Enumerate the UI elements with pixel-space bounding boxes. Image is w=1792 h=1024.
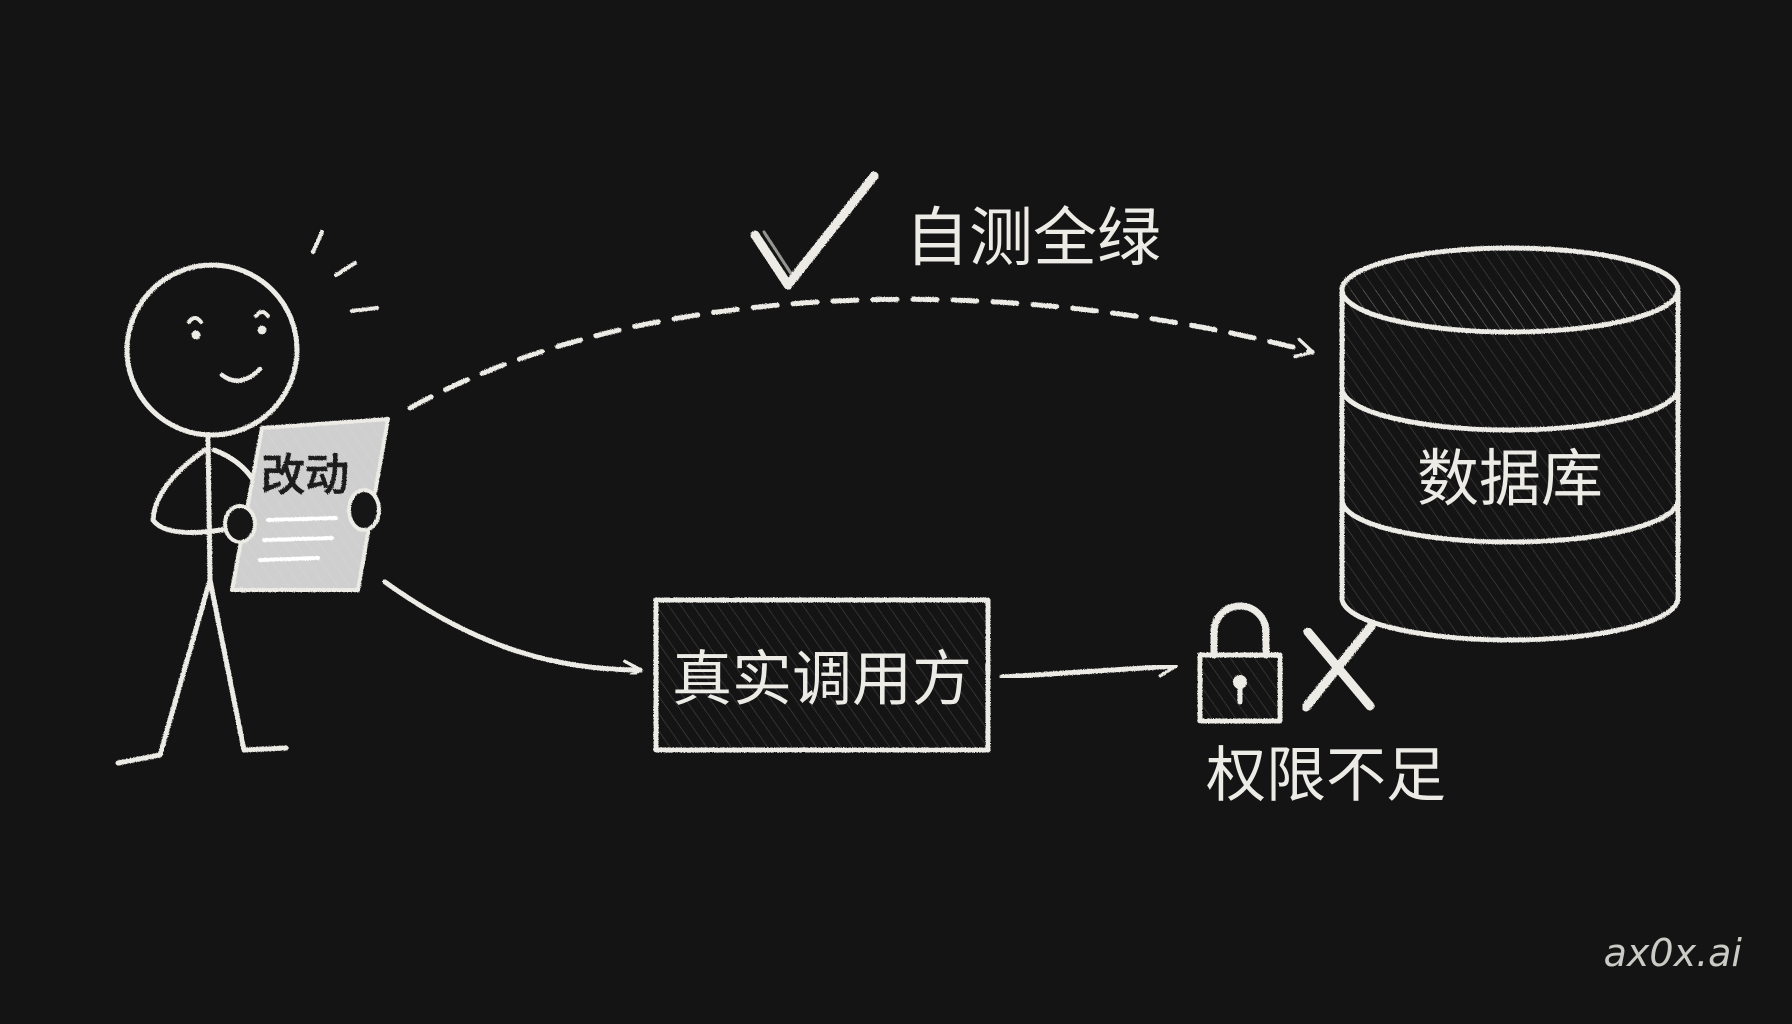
figure-leg-left — [115, 577, 213, 766]
document-label: 改动 — [261, 450, 349, 501]
real-caller-box — [653, 597, 991, 753]
cross-icon — [1301, 620, 1377, 712]
watermark: ax0x.ai — [1604, 931, 1743, 975]
figure-leg-right — [207, 577, 289, 753]
figure-smile — [219, 366, 263, 383]
check-icon — [750, 171, 879, 290]
self-test-label: 自测全绿 — [905, 202, 1161, 276]
arrow-to-lock — [999, 656, 1178, 680]
real-caller-label: 真实调用方 — [672, 645, 972, 715]
figure-eye-left — [187, 316, 203, 324]
figure-eye-right — [254, 310, 270, 318]
dashed-arrow-to-database — [407, 296, 1315, 411]
excitement-lines — [311, 230, 379, 313]
figure-body — [205, 432, 213, 583]
database-cylinder-icon — [1339, 245, 1681, 643]
database-label: 数据库 — [1417, 442, 1603, 515]
figure-arm-left — [150, 447, 236, 535]
arrow-to-real-caller — [382, 579, 643, 681]
figure-hand-right — [347, 488, 381, 532]
lock-icon — [1197, 602, 1283, 724]
document-lines — [258, 516, 338, 562]
figure-hand-left — [223, 504, 257, 544]
change-document: 改动 — [223, 417, 390, 592]
figure-head — [124, 262, 300, 438]
permission-denied-label: 权限不足 — [1206, 741, 1446, 811]
